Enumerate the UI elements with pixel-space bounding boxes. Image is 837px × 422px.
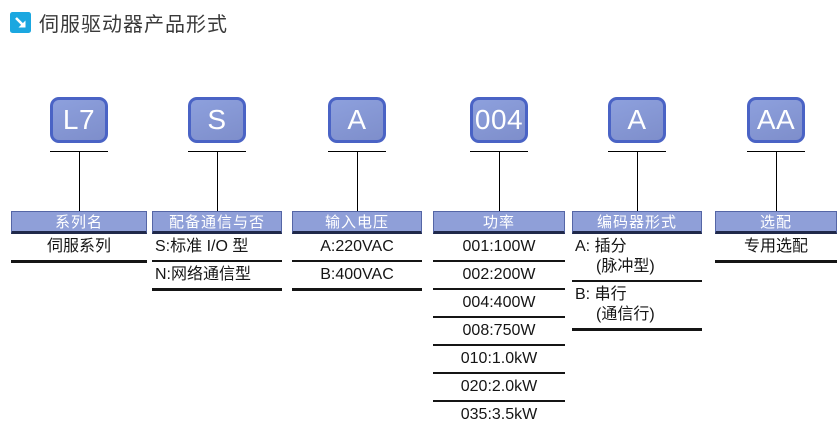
connector-vertical-line xyxy=(78,152,80,211)
model-code-text: S xyxy=(207,104,227,135)
value-text: 035:3.5kW xyxy=(460,406,538,422)
model-code-text: 004 xyxy=(474,104,524,135)
value-rows: S:标准 I/O 型 N:网络通信型 xyxy=(152,234,282,291)
model-code-text: L7 xyxy=(62,104,96,135)
column-header-label: 编码器形式 xyxy=(596,214,677,231)
model-code-column: A 输入电压 A:220VAC B:400VAC xyxy=(292,97,422,291)
value-row: 001:100W xyxy=(433,234,565,262)
value-row: 010:1.0kW xyxy=(433,346,565,374)
value-text: (脉冲型) xyxy=(596,258,655,275)
value-row: 008:750W xyxy=(433,318,565,346)
arrow-down-right-icon xyxy=(10,12,31,33)
connector-horizontal-line xyxy=(188,151,246,152)
page-header: 伺服驱动器产品形式 xyxy=(10,8,228,37)
value-text: 008:750W xyxy=(462,322,536,339)
value-text: S:标准 I/O 型 xyxy=(155,238,249,255)
column-header-label: 选配 xyxy=(759,214,792,231)
value-row: 020:2.0kW xyxy=(433,374,565,402)
value-text: 001:100W xyxy=(462,238,536,255)
model-code-text: A xyxy=(627,104,647,135)
model-code-box: A xyxy=(328,97,386,143)
connector-vertical-line xyxy=(636,152,638,211)
column-header-label: 功率 xyxy=(482,214,515,231)
value-text: N:网络通信型 xyxy=(155,266,252,283)
model-code-box: AA xyxy=(747,97,805,143)
value-text: 专用选配 xyxy=(743,238,808,255)
model-code-column: AA 选配 专用选配 xyxy=(715,97,837,263)
column-header-label: 配备通信与否 xyxy=(168,214,265,231)
value-text: 伺服系列 xyxy=(46,238,111,255)
value-text: (通信行) xyxy=(596,306,655,323)
value-rows: 伺服系列 xyxy=(11,234,147,263)
connector-horizontal-line xyxy=(328,151,386,152)
value-row: A: 插分 (脉冲型) xyxy=(572,234,702,282)
value-row: 035:3.5kW xyxy=(433,402,565,422)
value-row: 伺服系列 xyxy=(11,234,147,263)
value-text: 020:2.0kW xyxy=(460,378,538,395)
connector-horizontal-line xyxy=(50,151,108,152)
value-rows: 专用选配 xyxy=(715,234,837,263)
value-row: A:220VAC xyxy=(292,234,422,262)
value-row: S:标准 I/O 型 xyxy=(152,234,282,262)
connector-horizontal-line xyxy=(608,151,666,152)
value-row: 004:400W xyxy=(433,290,565,318)
value-row: N:网络通信型 xyxy=(152,262,282,291)
value-text: 010:1.0kW xyxy=(460,350,538,367)
column-header-label: 输入电压 xyxy=(324,214,389,231)
value-rows: 001:100W 002:200W 004:400W 008:750W 010:1.0k… xyxy=(433,234,565,422)
model-code-text: AA xyxy=(756,104,796,135)
value-text: A: 插分 xyxy=(575,238,627,255)
value-row: 专用选配 xyxy=(715,234,837,263)
column-header-bar: 输入电压 xyxy=(292,211,422,234)
value-text: A:220VAC xyxy=(320,238,394,255)
connector-horizontal-line xyxy=(470,151,528,152)
model-code-box: 004 xyxy=(470,97,528,143)
column-header-bar: 选配 xyxy=(715,211,837,234)
model-code-box: S xyxy=(188,97,246,143)
value-text: 004:400W xyxy=(462,294,536,311)
value-row: 002:200W xyxy=(433,262,565,290)
value-text: 002:200W xyxy=(462,266,536,283)
connector-vertical-line xyxy=(498,152,500,211)
value-rows: A: 插分 (脉冲型) B: 串行 (通信行) xyxy=(572,234,702,331)
column-header-bar: 功率 xyxy=(433,211,565,234)
model-code-column: A 编码器形式 A: 插分 (脉冲型) B: 串行 (通信行) xyxy=(572,97,702,331)
page-title: 伺服驱动器产品形式 xyxy=(39,14,228,36)
value-row: B: 串行 (通信行) xyxy=(572,282,702,331)
value-row: B:400VAC xyxy=(292,262,422,291)
connector-vertical-line xyxy=(216,152,218,211)
connector-horizontal-line xyxy=(747,151,805,152)
column-header-label: 系列名 xyxy=(54,214,103,231)
value-rows: A:220VAC B:400VAC xyxy=(292,234,422,291)
model-code-box: A xyxy=(608,97,666,143)
model-code-column: S 配备通信与否 S:标准 I/O 型 N:网络通信型 xyxy=(152,97,282,291)
column-header-bar: 编码器形式 xyxy=(572,211,702,234)
column-header-bar: 配备通信与否 xyxy=(152,211,282,234)
model-code-box: L7 xyxy=(50,97,108,143)
connector-vertical-line xyxy=(356,152,358,211)
column-header-bar: 系列名 xyxy=(11,211,147,234)
value-text: B: 串行 xyxy=(575,286,627,303)
model-code-column: L7 系列名 伺服系列 xyxy=(11,97,147,263)
connector-vertical-line xyxy=(775,152,777,211)
model-code-text: A xyxy=(347,104,367,135)
value-text: B:400VAC xyxy=(320,266,394,283)
